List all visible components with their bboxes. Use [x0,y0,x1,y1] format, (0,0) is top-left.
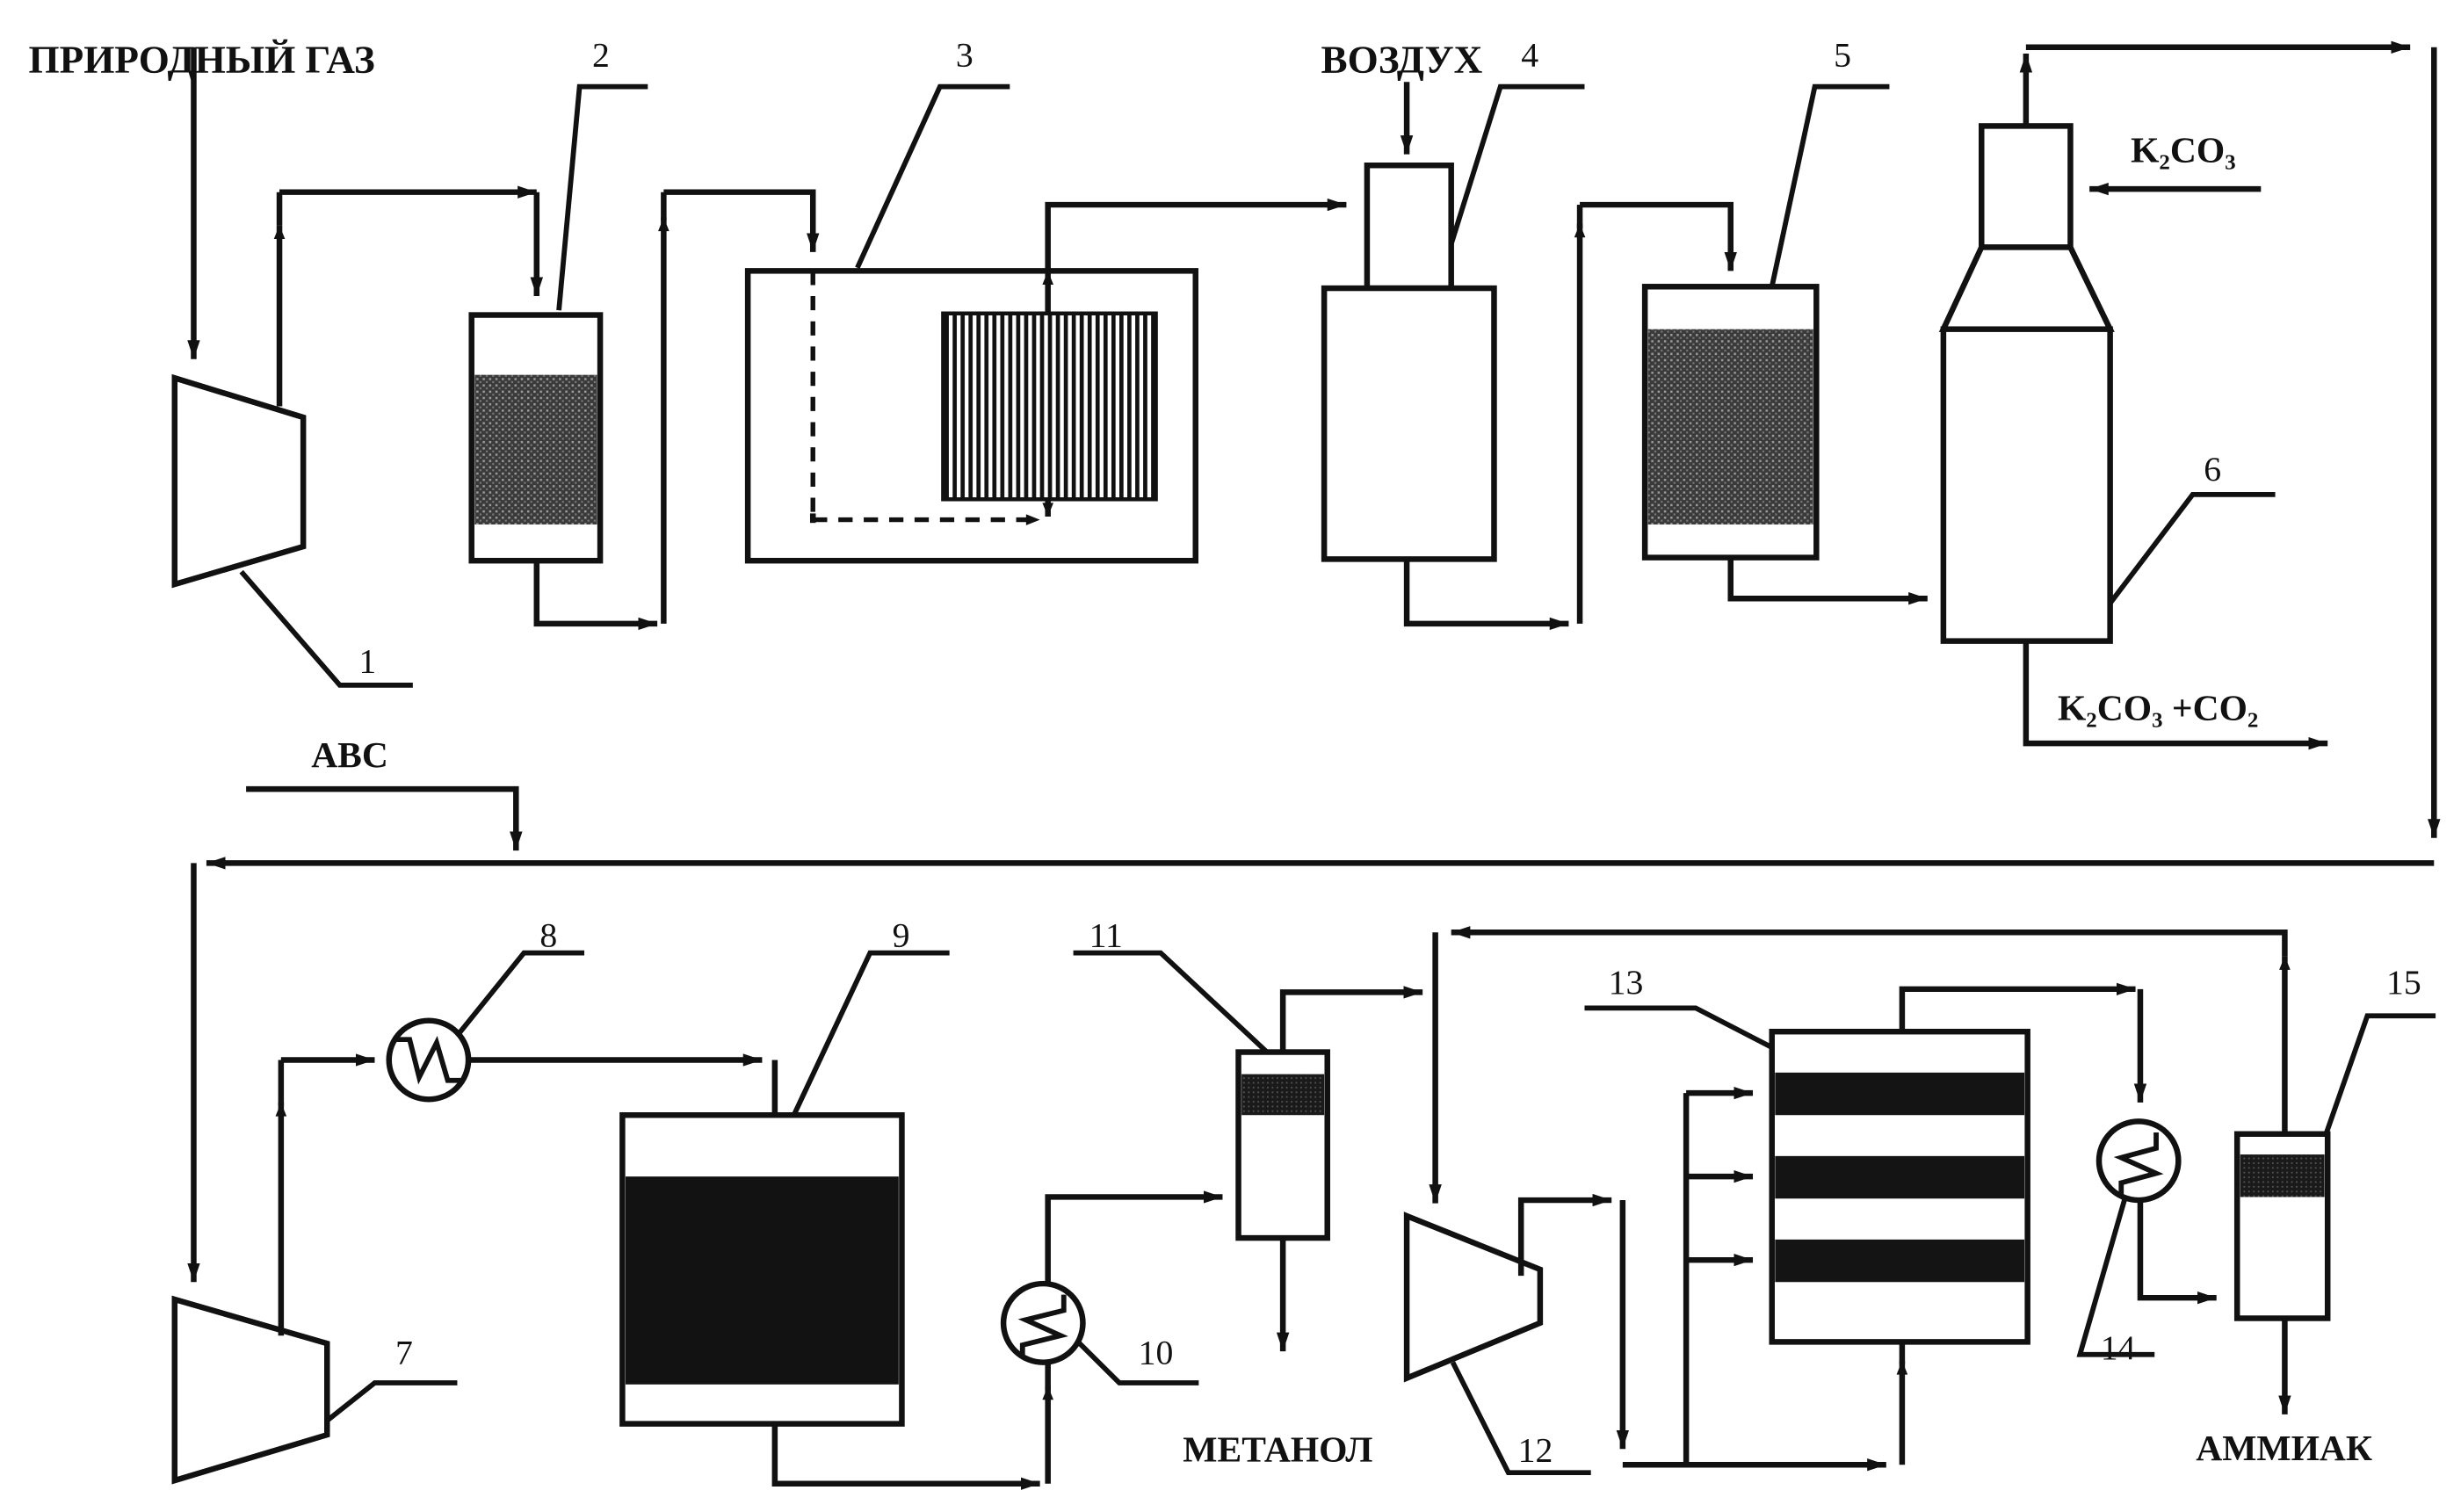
separator-11 [1235,1049,1330,1241]
unit-number-5: 5 [1834,35,1851,74]
unit-number-13: 13 [1609,963,1644,1002]
air-label: ВОЗДУХ [1321,38,1483,82]
unit-number-15: 15 [2386,963,2421,1002]
k2co3-feed-label: K₂CO₃ [2131,130,2236,170]
separator-15 [2233,1131,2331,1321]
avs-label: АВС [311,734,388,775]
unit-number-4: 4 [1521,35,1538,74]
heat-exchanger-8 [386,1017,472,1103]
absorber-6 [1938,123,2115,644]
unit-number-12: 12 [1518,1431,1553,1470]
unit-number-3: 3 [956,35,974,74]
compressor-12 [1403,1212,1544,1383]
unit-number-14: 14 [2101,1328,2136,1367]
unit-number-8: 8 [539,916,557,955]
methanol-reactor-9 [619,1112,905,1427]
reactor-5 [1641,284,1820,561]
compressor-7 [171,1295,330,1485]
reactor-4 [1321,163,1497,562]
methanol-label: МЕТАНОЛ [1183,1429,1372,1470]
unit-number-1: 1 [358,642,376,681]
k2co3-co2-label: K₂CO₃ +CO₂ [2058,687,2258,727]
compressor-1 [171,373,307,589]
unit-number-11: 11 [1089,916,1123,955]
ammonia-reactor-13 [1769,1028,2030,1345]
natural-gas-label: ПРИРОДНЫЙ ГАЗ [29,38,375,82]
reactor-2 [468,312,604,564]
heat-exchanger-10 [1000,1280,1086,1365]
unit-number-6: 6 [2204,450,2221,488]
flow-lines [187,40,2441,1490]
unit-number-2: 2 [592,35,610,74]
heat-exchanger-14 [2095,1118,2182,1204]
unit-number-9: 9 [893,916,910,955]
unit-number-7: 7 [395,1334,413,1372]
ammonia-label: АММИАК [2196,1428,2372,1468]
leader-lines [239,83,2436,1476]
unit-number-10: 10 [1139,1334,1174,1372]
furnace-3 [744,268,1198,564]
